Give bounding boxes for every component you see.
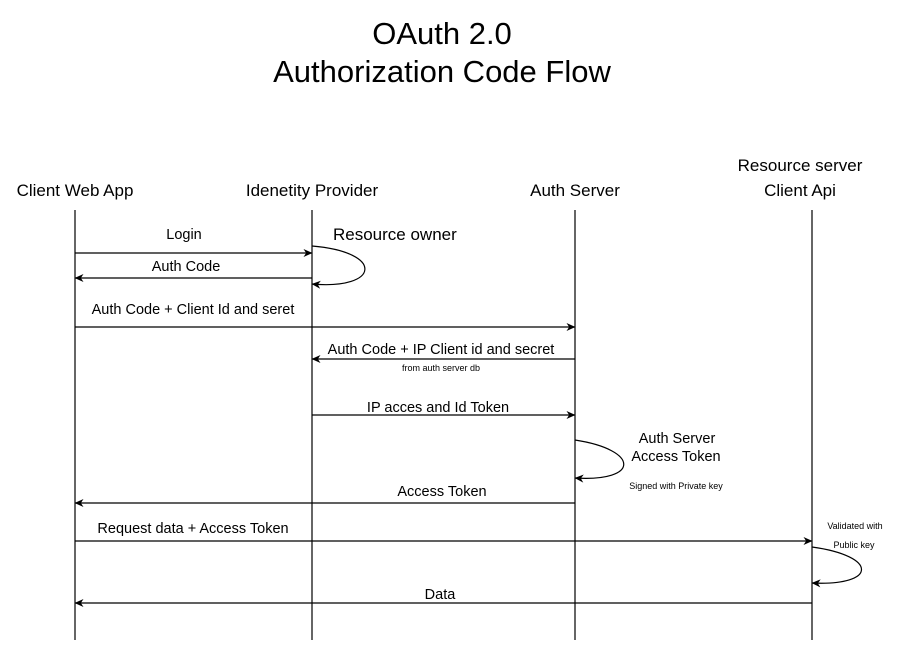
actor-client-web-app: Client Web App [17,181,134,200]
note-from-db: from auth server db [402,363,480,373]
self-call-resource-owner-label: Resource owner [333,225,457,244]
self-call-auth-server-arrow [574,439,625,483]
note-validated-line1: Validated with [827,521,882,531]
message-request-data-label: Request data + Access Token [97,521,288,537]
diagram-title-line2: Authorization Code Flow [273,54,611,89]
message-auth-code-ip-label: Auth Code + IP Client id and secret [328,342,555,358]
note-validated-line2: Public key [833,540,875,550]
actor-resource-server-line2: Client Api [764,181,836,200]
actor-resource-server-line1: Resource server [738,156,863,175]
message-auth-code-label: Auth Code [152,259,221,275]
actor-identity-provider: Idenetity Provider [246,181,379,200]
note-signed-private-key: Signed with Private key [629,481,723,491]
diagram-title-line1: OAuth 2.0 [372,16,512,51]
self-call-auth-server-label-line2: Access Token [631,449,720,465]
self-call-resource-owner-arrow [311,245,366,289]
message-auth-code-client-label: Auth Code + Client Id and seret [92,302,295,318]
message-data-label: Data [425,587,457,603]
actor-auth-server: Auth Server [530,181,620,200]
message-login-label: Login [166,227,201,243]
message-access-token-label: Access Token [397,484,486,500]
self-call-validate-arrow [811,546,862,588]
message-ip-tokens-label: IP acces and Id Token [367,400,509,416]
self-call-auth-server-label-line1: Auth Server [639,431,716,447]
